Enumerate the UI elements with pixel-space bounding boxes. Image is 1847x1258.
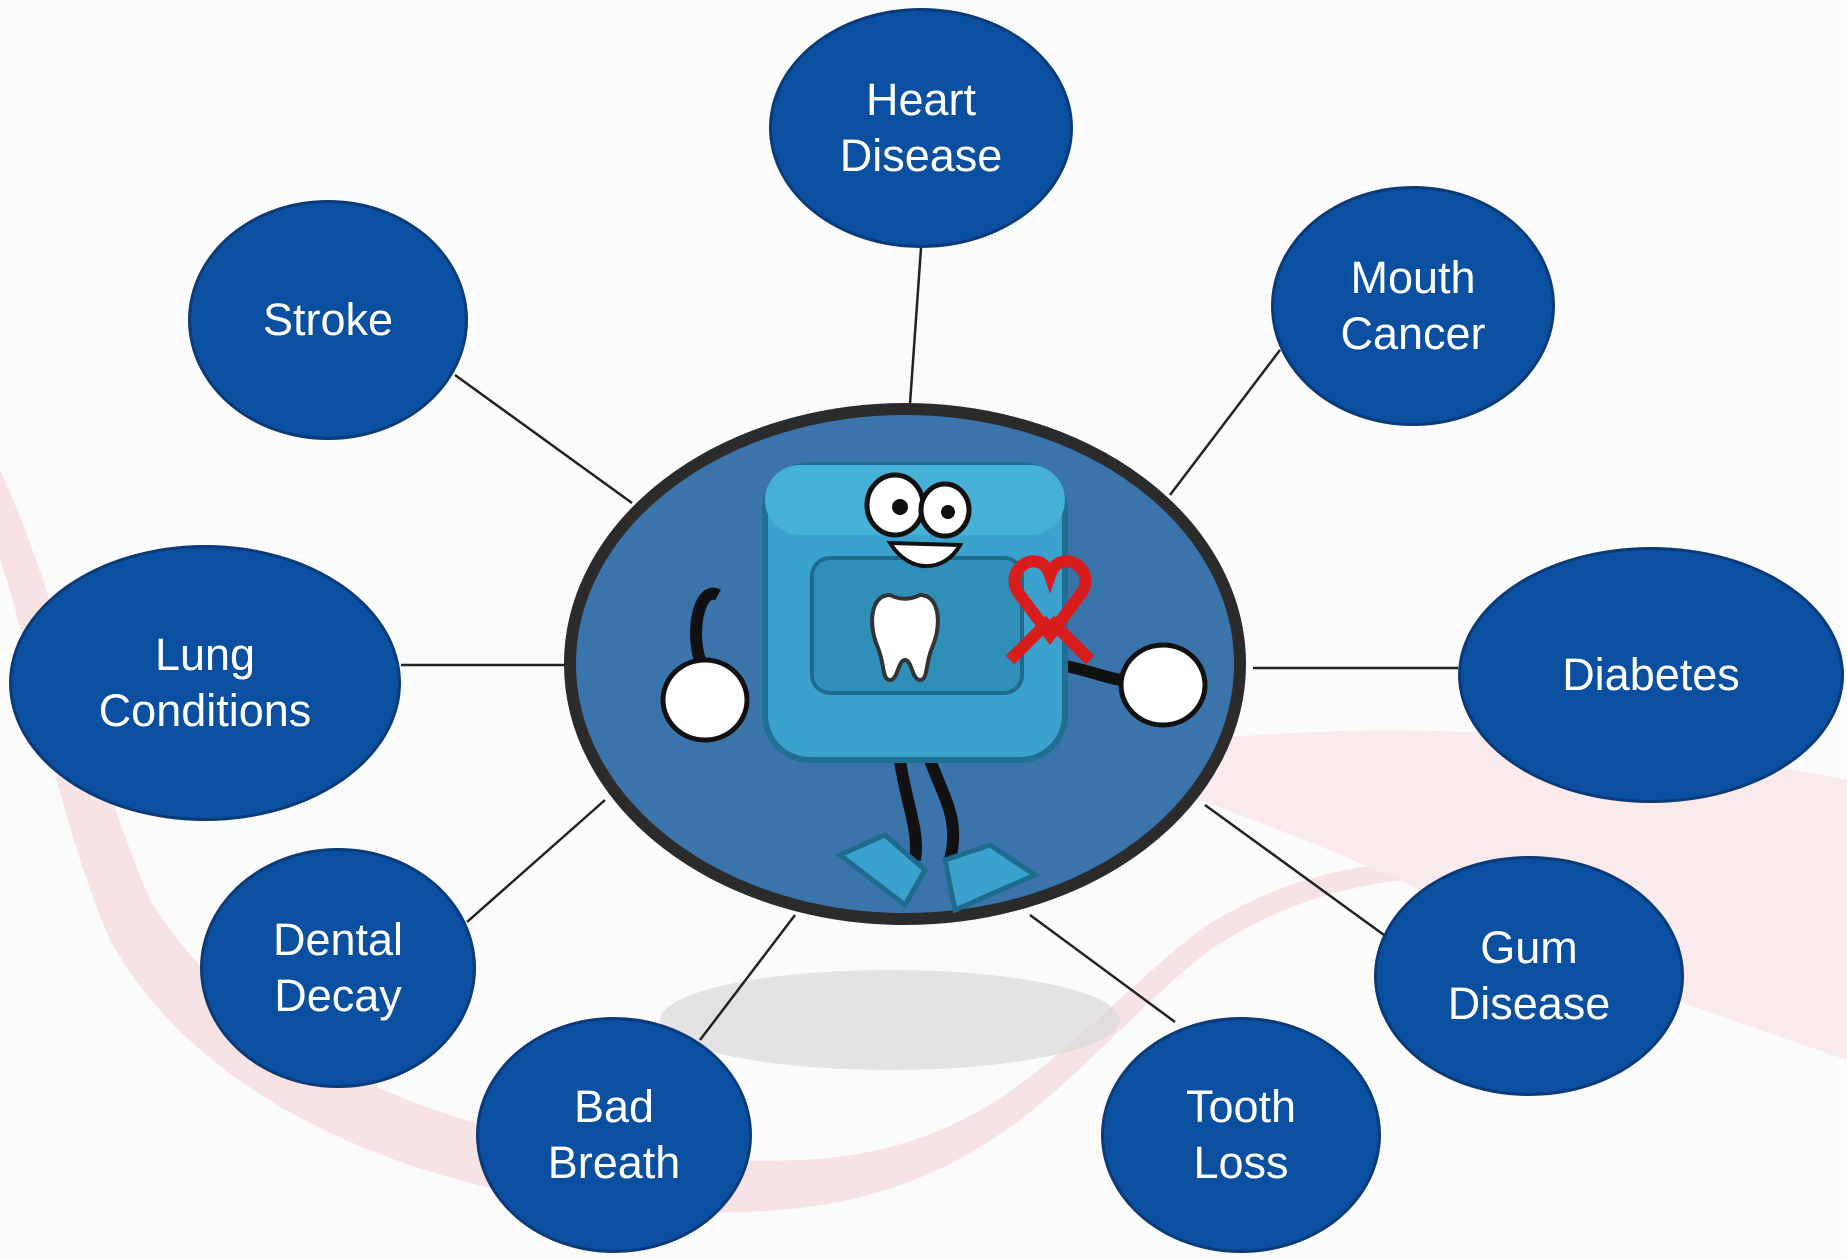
connector-breath xyxy=(699,914,796,1041)
node-label-line: Mouth xyxy=(1350,252,1476,303)
node-label-line: Lung xyxy=(154,629,256,680)
node-label-line: Dental xyxy=(272,914,404,965)
connector-heart xyxy=(907,247,923,419)
node-label-line: Stroke xyxy=(262,294,394,345)
connector-stroke xyxy=(454,373,633,505)
node-label-line: Diabetes xyxy=(1562,649,1740,700)
left-glove xyxy=(660,657,750,743)
node-label-line: Disease xyxy=(1447,978,1611,1029)
node-label-line: Breath xyxy=(547,1137,681,1188)
awareness-ribbon-icon xyxy=(1005,555,1095,665)
node-label-line: Heart xyxy=(865,74,977,125)
node-label-line: Decay xyxy=(274,970,402,1021)
node-label-line: Cancer xyxy=(1340,308,1486,359)
node-diabetes: Diabetes xyxy=(1458,547,1844,803)
floss-mascot xyxy=(660,462,1208,914)
node-label-line: Conditions xyxy=(98,685,312,736)
node-label-line: Disease xyxy=(839,130,1003,181)
center-shadow xyxy=(660,970,1120,1070)
node-label-line: Bad xyxy=(573,1081,655,1132)
tooth-icon xyxy=(870,592,940,683)
connector-decay xyxy=(466,799,606,923)
node-label-line: Gum xyxy=(1480,922,1578,973)
node-label: Diabetes xyxy=(1562,647,1740,703)
node-stroke: Stroke xyxy=(188,200,468,440)
right-glove xyxy=(1118,642,1208,728)
connector-mouth xyxy=(1169,349,1281,496)
connector-tooth xyxy=(1029,913,1176,1024)
node-label-line: Loss xyxy=(1193,1137,1289,1188)
right-shoe xyxy=(942,842,1041,914)
connector-gum xyxy=(1204,803,1385,937)
left-shoe xyxy=(835,832,929,909)
node-label: Stroke xyxy=(263,292,393,348)
node-label-line: Tooth xyxy=(1185,1081,1297,1132)
